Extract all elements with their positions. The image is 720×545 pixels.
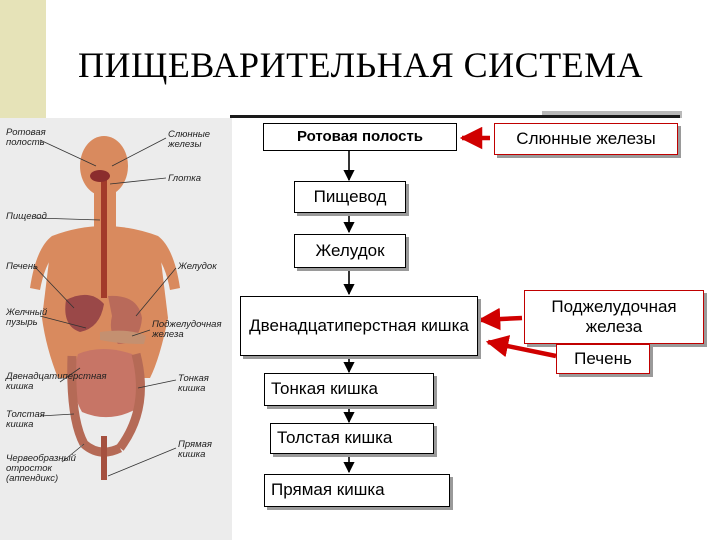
body-silhouette	[30, 136, 180, 480]
box-small-intestine: Тонкая кишка	[264, 373, 434, 406]
figure-label-liver: Печень	[6, 261, 39, 272]
title-rule-shade	[542, 111, 682, 118]
salivary-shape	[90, 170, 110, 182]
arrow-liver-to-duodenum	[485, 335, 557, 359]
figure-label-duodenum: Двенадцатиперстная кишка	[6, 371, 107, 392]
box-pancreas: Поджелудочная железа	[524, 290, 704, 344]
pancreas-shape	[100, 330, 146, 344]
box-mouth: Ротовая полость	[263, 123, 457, 151]
right-arm-shape	[150, 236, 180, 290]
arrow-pancreas-to-duodenum	[477, 307, 523, 331]
figure-label-gallbladder: Желчный пузырь	[6, 307, 48, 328]
esophagus-shape	[101, 178, 107, 298]
left-arm-shape	[30, 236, 60, 290]
figure-label-small-intestine: Тонкая кишка	[178, 373, 209, 394]
liver-shape	[65, 294, 104, 332]
head-shape	[80, 136, 128, 196]
figure-label-esophagus: Пищевод	[6, 211, 47, 222]
slide-title: ПИЩЕВАРИТЕЛЬНАЯ СИСТЕМА	[78, 45, 644, 85]
box-stomach: Желудок	[294, 234, 406, 268]
box-duodenum: Двенадцатиперстная кишка	[240, 296, 478, 356]
small-intestine-shape	[73, 349, 143, 418]
figure-label-salivary: Слюнные железы	[168, 129, 211, 150]
figure-label-pharynx: Глотка	[168, 173, 202, 184]
figure-label-pancreas: Поджелудочная железа	[152, 319, 222, 340]
figure-label-mouth: Ротовая полость	[6, 127, 46, 148]
figure-label-large-intestine: Толстая кишка	[6, 409, 45, 430]
box-large-intestine: Толстая кишка	[270, 423, 434, 454]
figure-label-rectum: Прямая кишка	[178, 439, 213, 460]
anatomy-illustration: Ротовая полость Слюнные железы Глотка Пи…	[0, 118, 232, 540]
title-accent-bar	[0, 0, 46, 118]
figure-label-stomach: Желудок	[178, 261, 217, 272]
box-salivary-glands: Слюнные железы	[494, 123, 678, 155]
box-rectum: Прямая кишка	[264, 474, 450, 507]
title-rule	[230, 115, 680, 118]
box-liver: Печень	[556, 344, 650, 374]
box-esophagus: Пищевод	[294, 181, 406, 213]
figure-label-appendix: Червеобразный отросток (аппендикс)	[6, 453, 76, 484]
